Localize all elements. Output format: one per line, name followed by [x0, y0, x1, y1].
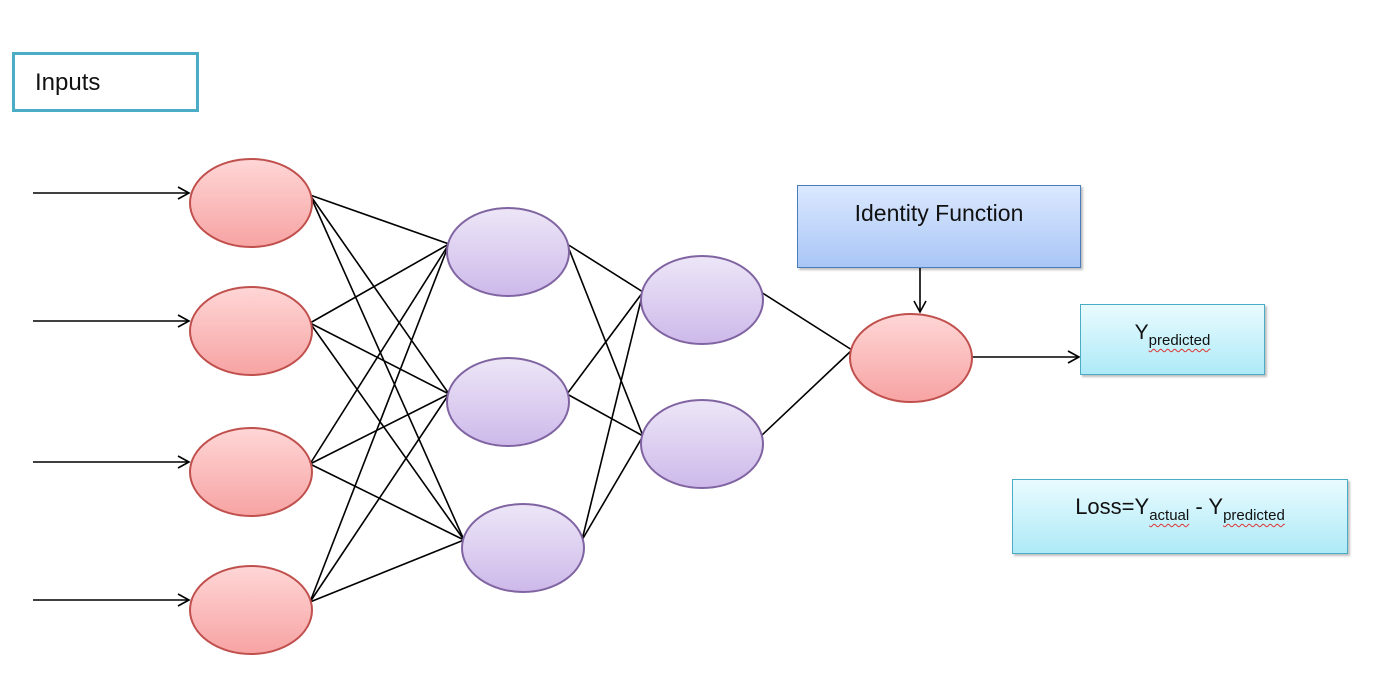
edge-hidden1-1-to-hidden2-0	[566, 291, 644, 395]
y-predicted-box: Ypredicted	[1080, 304, 1265, 375]
identity-function-label: Identity Function	[854, 200, 1024, 226]
inputs-label-box: Inputs	[12, 52, 199, 112]
hidden1-node-3	[461, 503, 585, 593]
edge-hidden2-0-to-output-0	[760, 291, 853, 351]
edge-input-1-to-hidden1-2	[309, 322, 465, 541]
edge-input-3-to-hidden1-1	[309, 393, 450, 603]
hidden2-node-1	[640, 255, 764, 345]
edge-hidden1-1-to-hidden2-1	[566, 393, 644, 437]
edge-hidden1-0-to-hidden2-0	[566, 243, 644, 293]
input-node-2	[189, 286, 313, 376]
edge-input-1-to-hidden1-1	[309, 322, 450, 395]
neurons	[189, 158, 973, 655]
edge-input-3-to-hidden1-2	[309, 539, 465, 603]
edge-input-2-to-hidden1-2	[309, 463, 465, 541]
edge-hidden2-1-to-output-0	[760, 349, 853, 437]
hidden1-node-2	[446, 357, 570, 447]
edge-input-0-to-hidden1-2	[309, 194, 465, 541]
edge-hidden1-0-to-hidden2-1	[566, 243, 644, 437]
edge-input-1-to-hidden1-0	[309, 243, 450, 324]
y-predicted-label: Ypredicted	[1134, 321, 1211, 349]
input-node-4	[189, 565, 313, 655]
arrows	[33, 186, 1081, 607]
input-node-1	[189, 158, 313, 248]
edge-hidden1-2-to-hidden2-1	[581, 435, 644, 541]
hidden1-node-1	[446, 207, 570, 297]
edge-input-2-to-hidden1-1	[309, 393, 450, 465]
input-node-3	[189, 427, 313, 517]
edge-input-0-to-hidden1-0	[309, 194, 450, 245]
inputs-label: Inputs	[35, 69, 101, 96]
connections	[309, 194, 853, 603]
edge-input-2-to-hidden1-0	[309, 243, 450, 465]
loss-formula: Loss=Yactual - Ypredicted	[1075, 494, 1285, 524]
edge-input-0-to-hidden1-1	[309, 194, 450, 395]
identity-function-box: Identity Function	[797, 185, 1081, 268]
hidden2-node-2	[640, 399, 764, 489]
loss-formula-box: Loss=Yactual - Ypredicted	[1012, 479, 1348, 554]
edge-input-3-to-hidden1-0	[309, 243, 450, 603]
edge-hidden1-2-to-hidden2-0	[581, 291, 644, 541]
output-node-1	[849, 313, 973, 403]
